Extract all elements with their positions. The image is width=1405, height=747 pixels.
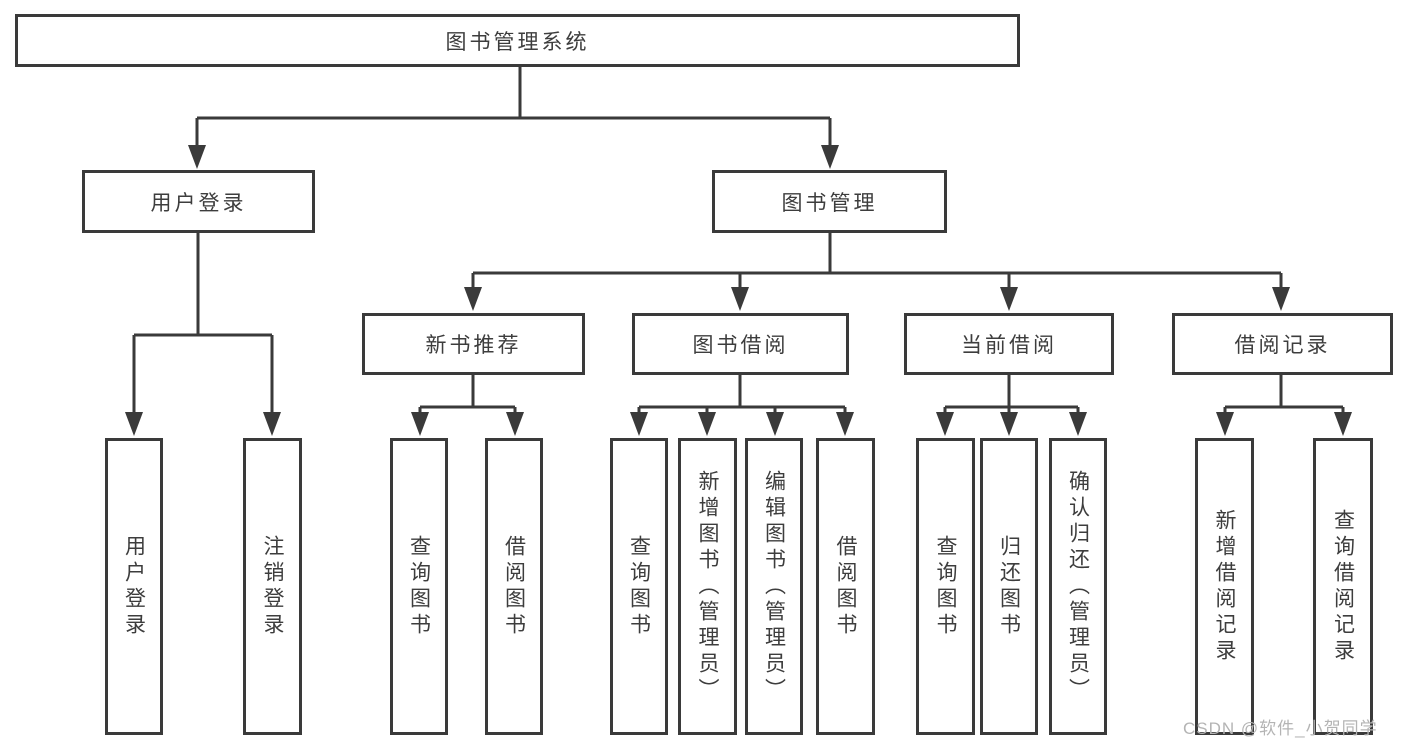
node-label: 借阅图书 bbox=[834, 534, 857, 639]
node-book-borrow: 图书借阅 bbox=[632, 313, 849, 375]
leaf-confirm-return-admin: 确认归还（管理员） bbox=[1049, 438, 1107, 735]
node-label: 查询图书 bbox=[934, 534, 957, 639]
node-library-management-system: 图书管理系统 bbox=[15, 14, 1020, 67]
node-label: 注销登录 bbox=[261, 534, 284, 639]
node-label: 用户登录 bbox=[122, 534, 146, 639]
node-label: 图书借阅 bbox=[692, 334, 789, 357]
leaf-borrow-books-recommend: 借阅图书 bbox=[485, 438, 543, 735]
node-label: 新增借阅记录 bbox=[1213, 508, 1236, 665]
node-label: 新增图书（管理员） bbox=[696, 469, 719, 704]
node-label: 编辑图书（管理员） bbox=[762, 469, 786, 704]
leaf-edit-books-admin: 编辑图书（管理员） bbox=[745, 438, 803, 735]
node-label: 查询图书 bbox=[627, 534, 651, 639]
node-label: 图书管理 bbox=[781, 191, 878, 215]
node-label: 归还图书 bbox=[997, 534, 1021, 639]
leaf-query-borrow-record: 查询借阅记录 bbox=[1313, 438, 1373, 735]
leaf-query-books-borrow: 查询图书 bbox=[610, 438, 668, 735]
node-label: 查询借阅记录 bbox=[1331, 508, 1355, 665]
node-new-book-recommend: 新书推荐 bbox=[362, 313, 585, 375]
node-label: 用户登录 bbox=[150, 191, 247, 215]
leaf-logout: 注销登录 bbox=[243, 438, 302, 735]
node-label: 图书管理系统 bbox=[445, 30, 590, 54]
node-label: 查询图书 bbox=[407, 534, 431, 639]
node-book-management: 图书管理 bbox=[712, 170, 947, 233]
leaf-query-books-current: 查询图书 bbox=[916, 438, 975, 735]
leaf-return-books: 归还图书 bbox=[980, 438, 1038, 735]
leaf-query-books-recommend: 查询图书 bbox=[390, 438, 448, 735]
leaf-add-books-admin: 新增图书（管理员） bbox=[678, 438, 737, 735]
csdn-watermark: CSDN @软件_小贺同学 bbox=[1183, 719, 1378, 738]
node-borrow-records: 借阅记录 bbox=[1172, 313, 1393, 375]
node-label: 借阅图书 bbox=[502, 534, 526, 639]
node-current-borrow: 当前借阅 bbox=[904, 313, 1114, 375]
node-label: 新书推荐 bbox=[425, 334, 522, 357]
leaf-add-borrow-record: 新增借阅记录 bbox=[1195, 438, 1254, 735]
leaf-borrow-books: 借阅图书 bbox=[816, 438, 875, 735]
node-label: 当前借阅 bbox=[961, 334, 1057, 357]
leaf-user-login: 用户登录 bbox=[105, 438, 163, 735]
node-label: 借阅记录 bbox=[1234, 334, 1331, 357]
node-label: 确认归还（管理员） bbox=[1066, 469, 1090, 704]
node-user-login-group: 用户登录 bbox=[82, 170, 315, 233]
